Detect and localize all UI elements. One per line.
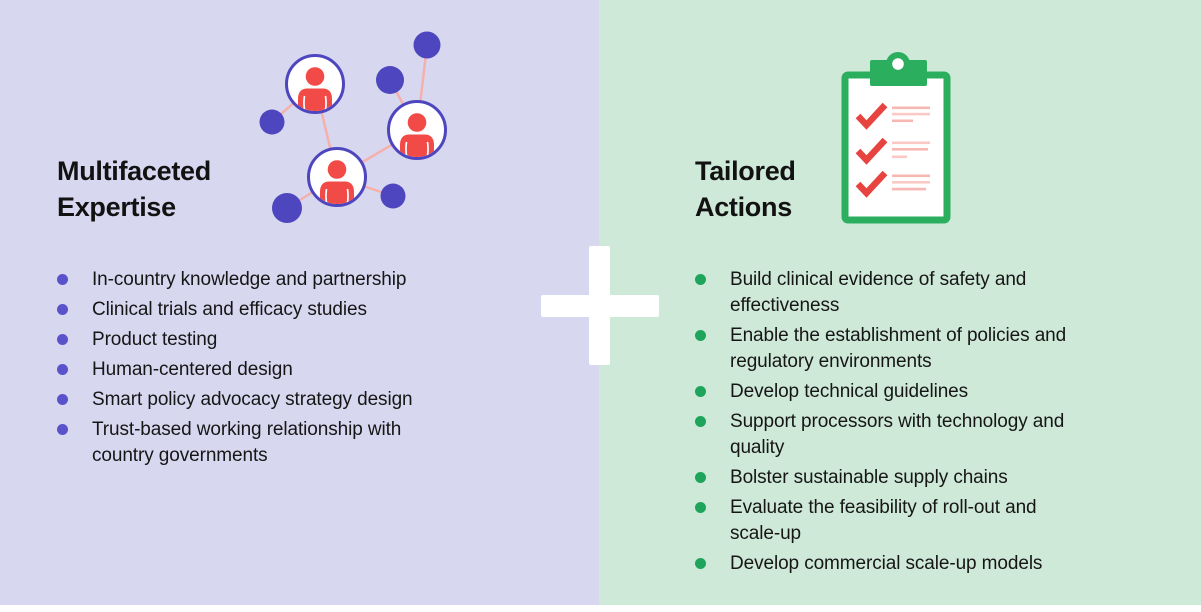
list-item: Product testing xyxy=(57,327,442,353)
bullet-dot-icon xyxy=(695,558,706,569)
right-title-line2: Actions xyxy=(695,192,792,222)
bullet-dot-icon xyxy=(57,274,68,285)
list-item-text: Enable the establishment of policies and… xyxy=(730,325,1067,372)
list-item-text: Bolster sustainable supply chains xyxy=(730,467,1008,488)
list-item: Develop commercial scale-up models xyxy=(695,551,1087,577)
bullet-dot-icon xyxy=(695,502,706,513)
actions-list: Build clinical evidence of safety and ef… xyxy=(695,267,1087,581)
list-item-text: Support processors with technology and q… xyxy=(730,411,1065,458)
list-item: Human-centered design xyxy=(57,357,442,383)
list-item: Enable the establishment of policies and… xyxy=(695,323,1087,375)
list-item-text: Develop commercial scale-up models xyxy=(730,553,1043,574)
people-network-icon xyxy=(259,31,470,223)
list-item-text: Evaluate the feasibility of roll-out and… xyxy=(730,497,1037,544)
bullet-dot-icon xyxy=(57,364,68,375)
list-item-text: Clinical trials and efficacy studies xyxy=(92,299,367,320)
list-item-text: Develop technical guidelines xyxy=(730,381,969,402)
list-item: Smart policy advocacy strategy design xyxy=(57,387,442,413)
list-item-text: Build clinical evidence of safety and ef… xyxy=(730,269,1027,316)
list-item: Evaluate the feasibility of roll-out and… xyxy=(695,495,1087,547)
list-item-text: Trust-based working relationship with co… xyxy=(92,419,402,466)
bullet-dot-icon xyxy=(695,330,706,341)
bullet-dot-icon xyxy=(57,394,68,405)
expertise-list: In-country knowledge and partnership Cli… xyxy=(57,267,442,473)
bullet-dot-icon xyxy=(695,416,706,427)
left-panel-title: Multifaceted Expertise xyxy=(57,153,211,225)
list-item-text: Human-centered design xyxy=(92,359,293,380)
bullet-dot-icon xyxy=(57,304,68,315)
right-title-line1: Tailored xyxy=(695,156,796,186)
bullet-dot-icon xyxy=(695,472,706,483)
list-item: Support processors with technology and q… xyxy=(695,409,1087,461)
plus-horizontal-bar xyxy=(541,295,659,317)
list-item: In-country knowledge and partnership xyxy=(57,267,442,293)
list-item: Trust-based working relationship with co… xyxy=(57,417,442,469)
left-title-line1: Multifaceted xyxy=(57,156,211,186)
bullet-dot-icon xyxy=(695,274,706,285)
list-item-text: Product testing xyxy=(92,329,218,350)
list-item: Clinical trials and efficacy studies xyxy=(57,297,442,323)
list-item: Develop technical guidelines xyxy=(695,379,1087,405)
list-item-text: In-country knowledge and partnership xyxy=(92,269,407,290)
bullet-dot-icon xyxy=(57,334,68,345)
checklist-clipboard-icon xyxy=(841,52,951,224)
right-panel-title: Tailored Actions xyxy=(695,153,796,225)
bullet-dot-icon xyxy=(695,386,706,397)
list-item: Build clinical evidence of safety and ef… xyxy=(695,267,1087,319)
list-item-text: Smart policy advocacy strategy design xyxy=(92,389,413,410)
bullet-dot-icon xyxy=(57,424,68,435)
list-item: Bolster sustainable supply chains xyxy=(695,465,1087,491)
left-title-line2: Expertise xyxy=(57,192,176,222)
